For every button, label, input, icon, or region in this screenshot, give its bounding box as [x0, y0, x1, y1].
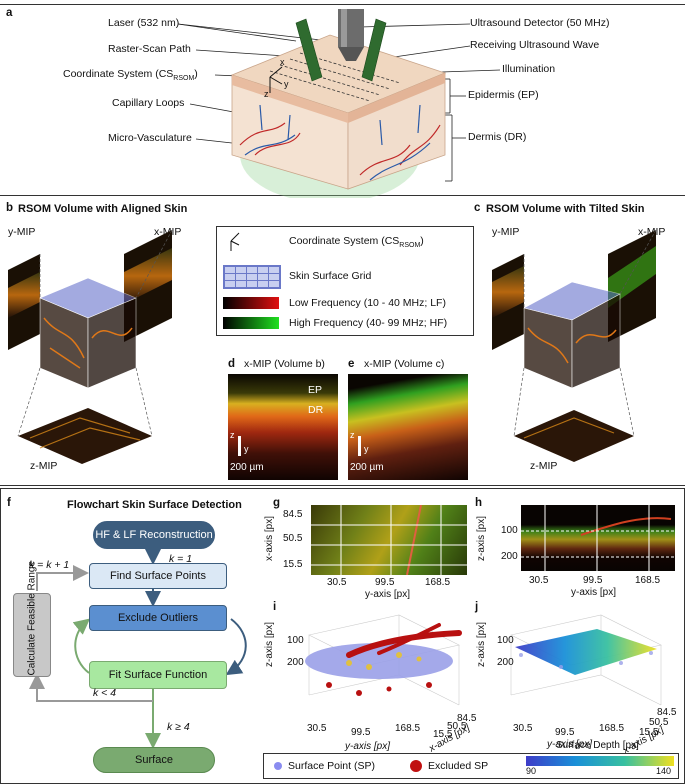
- flow-kinc: k = k + 1: [29, 559, 69, 571]
- flow-calc: Calculate Feasible Range: [13, 593, 51, 677]
- g-ylabel: x-axis [px]: [264, 516, 275, 561]
- axis-x-a: x: [280, 57, 285, 67]
- panel-i-plot: [289, 605, 479, 725]
- i-xtick-1: 99.5: [351, 727, 370, 738]
- flow-find: Find Surface Points: [89, 563, 227, 589]
- i-ylabel: z-axis [px]: [264, 622, 275, 667]
- legend-hf-swatch: [223, 317, 279, 329]
- panel-label-g: g: [273, 497, 280, 509]
- panel-bcde: b RSOM Volume with Aligned Skin c RSOM V…: [0, 198, 685, 486]
- g-ytick-1: 50.5: [283, 533, 302, 544]
- d-dr-label: DR: [308, 404, 323, 416]
- h-ytick-1: 200: [501, 551, 518, 562]
- panel-label-b: b: [6, 202, 13, 214]
- j-xtick-0: 30.5: [513, 723, 532, 734]
- g-xlabel: y-axis [px]: [365, 589, 410, 600]
- h-xtick-0: 30.5: [529, 575, 548, 586]
- volume-b: [0, 218, 220, 478]
- panel-label-j: j: [475, 601, 478, 613]
- d-ep-label: EP: [308, 384, 322, 396]
- j-ylabel: z-axis [px]: [476, 622, 487, 667]
- i-xtick-0: 30.5: [307, 723, 326, 734]
- d-z-label: z: [230, 430, 235, 440]
- i-xlabel: y-axis [px]: [345, 741, 390, 752]
- d-y-label: y: [244, 444, 249, 454]
- j-ytick-0: 100: [497, 635, 514, 646]
- esp-marker: [410, 760, 422, 772]
- panel-h-image: [521, 505, 675, 571]
- panel-j-plot: [501, 605, 671, 725]
- legend-grid-label: Skin Surface Grid: [289, 270, 371, 282]
- i-ytick-0: 100: [287, 635, 304, 646]
- g-ytick-0: 84.5: [283, 509, 302, 520]
- volume-c: [484, 218, 684, 478]
- flow-fit: Fit Surface Function: [89, 661, 227, 689]
- panel-c-title: RSOM Volume with Tilted Skin: [486, 203, 645, 215]
- panel-b-title: RSOM Volume with Aligned Skin: [18, 203, 187, 215]
- legend-hf-label: High Frequency (40- 99 MHz; HF): [289, 317, 447, 329]
- panel-a: a Laser (532 nm) Raster-Scan Path Coordi…: [0, 4, 685, 196]
- e-scale-bar: [358, 436, 361, 456]
- d-scale-label: 200 µm: [230, 462, 264, 473]
- legend-grid-swatch: [223, 265, 281, 289]
- panel-e-title: x-MIP (Volume c): [364, 358, 444, 370]
- g-ytick-2: 15.5: [283, 559, 302, 570]
- panel-label-e: e: [348, 358, 354, 370]
- h-xlabel: y-axis [px]: [571, 587, 616, 598]
- h-xtick-2: 168.5: [635, 575, 660, 586]
- legend-top: Coordinate System (CSRSOM) Skin Surface …: [216, 226, 474, 336]
- panel-label-h: h: [475, 497, 482, 509]
- d-scale-bar: [238, 436, 241, 456]
- j-ytick-1: 200: [497, 657, 514, 668]
- skin-illustration: [0, 5, 685, 197]
- cbar-max: 140: [656, 766, 671, 776]
- flow-kge: k ≥ 4: [167, 721, 190, 733]
- axis-y-a: y: [284, 79, 289, 89]
- j-xtick-2: 168.5: [599, 723, 624, 734]
- h-ytick-0: 100: [501, 525, 518, 536]
- h-ylabel: z-axis [px]: [476, 516, 487, 561]
- panel-g-image: [311, 505, 467, 575]
- e-scale-label: 200 µm: [350, 462, 384, 473]
- legend-cs-label: Coordinate System (CSRSOM): [289, 235, 424, 249]
- h-xtick-1: 99.5: [583, 575, 602, 586]
- panel-fghij: f Flowchart Skin Surface Detection HF & …: [0, 488, 685, 784]
- flow-klt: k < 4: [93, 687, 116, 699]
- panel-d-title: x-MIP (Volume b): [244, 358, 325, 370]
- flow-start: HF & LF Reconstruction: [93, 521, 215, 549]
- i-ytick-1: 200: [287, 657, 304, 668]
- legend-cs-icon: [225, 229, 245, 249]
- legend-lf-label: Low Frequency (10 - 40 MHz; LF): [289, 297, 446, 309]
- esp-label: Excluded SP: [428, 760, 488, 772]
- cbar-title: Surface Depth [px]: [556, 740, 639, 751]
- e-z-label: z: [350, 430, 355, 440]
- panel-d-image: EP DR z y 200 µm: [228, 374, 338, 480]
- flow-end: Surface: [93, 747, 215, 773]
- legend-lf-swatch: [223, 297, 279, 309]
- panel-label-d: d: [228, 358, 235, 370]
- e-y-label: y: [364, 444, 369, 454]
- g-xtick-0: 30.5: [327, 577, 346, 588]
- flow-exclude: Exclude Outliers: [89, 605, 227, 631]
- sp-label: Surface Point (SP): [288, 760, 375, 772]
- panel-e-image: z y 200 µm: [348, 374, 468, 480]
- i-xtick-2: 168.5: [395, 723, 420, 734]
- panel-label-i: i: [273, 601, 276, 613]
- j-xtick-1: 99.5: [555, 727, 574, 738]
- g-xtick-2: 168.5: [425, 577, 450, 588]
- axis-z-a: z: [264, 89, 269, 99]
- cbar-min: 90: [526, 766, 536, 776]
- sp-marker: [274, 762, 282, 770]
- colorbar: [526, 756, 674, 766]
- legend-bottom: Surface Point (SP) Excluded SP Surface D…: [263, 753, 679, 779]
- g-xtick-1: 99.5: [375, 577, 394, 588]
- flow-calc-label: Calculate Feasible Range: [27, 595, 38, 675]
- panel-label-c: c: [474, 202, 480, 214]
